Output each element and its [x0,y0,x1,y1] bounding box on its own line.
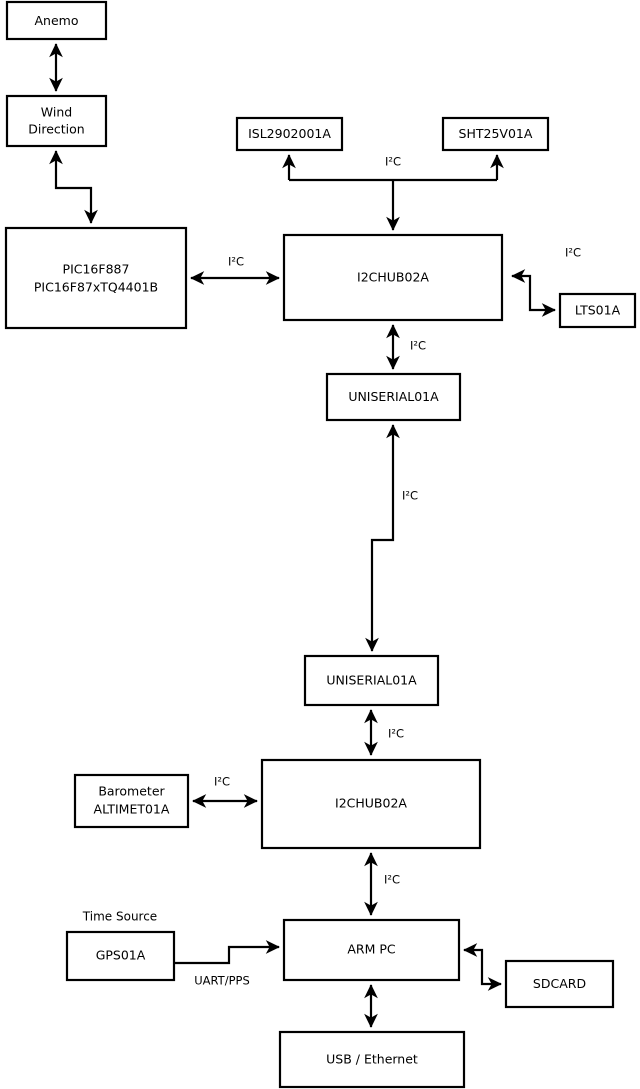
node-i2chub02a-bottom[interactable]: I2CHUB02A [260,758,482,850]
node-sht25v01a[interactable]: SHT25V01A [441,116,550,152]
edge-label-hub-lts: I²C [565,246,581,260]
node-uniserial01a-top-label: UNISERIAL01A [348,389,439,404]
node-gps01a-label: GPS01A [96,948,146,963]
connector-gps-armpc [174,940,280,965]
connector-uniserial-link [365,424,400,652]
node-barometer-altimet01a[interactable]: Barometer ALTIMET01A [73,773,190,829]
node-pic-label-line2: PIC16F87xTQ4401B [34,280,158,295]
connector-wind-pic [49,150,98,224]
node-wind-direction[interactable]: Wind Direction [5,94,108,148]
node-sdcard[interactable]: SDCARD [504,959,615,1009]
node-lts01a[interactable]: LTS01A [558,292,637,329]
edge-label-hub-uniserial: I²C [410,339,426,353]
node-pic-label-line1: PIC16F887 [63,262,130,277]
node-sdcard-label: SDCARD [533,976,586,991]
connector-hubtop-lts [511,269,556,317]
node-isl2902001a-label: ISL2902001A [248,126,331,141]
node-i2chub02a-top[interactable]: I2CHUB02A [282,233,504,322]
node-i2chub02a-bottom-label: I2CHUB02A [335,796,407,811]
node-pic-microcontroller[interactable]: PIC16F887 PIC16F87xTQ4401B [4,226,188,330]
edge-label-uniserial-link: I²C [402,489,418,503]
node-arm-pc-label: ARM PC [347,942,396,957]
edge-label-isl-sht-bus: I²C [385,155,401,169]
edge-label-gps-armpc: UART/PPS [194,974,250,988]
edge-label-baro-hub: I²C [214,775,230,789]
node-arm-pc[interactable]: ARM PC [282,918,461,982]
node-usb-ethernet[interactable]: USB / Ethernet [278,1030,466,1089]
connector-armpc-sdcard [463,943,502,991]
edge-label-pic-hub: I²C [228,255,244,269]
node-isl2902001a[interactable]: ISL2902001A [235,116,344,152]
edge-label-uniserial-hub2: I²C [388,727,404,741]
node-uniserial01a-bottom[interactable]: UNISERIAL01A [303,654,440,707]
node-uniserial01a-bottom-label: UNISERIAL01A [326,673,417,688]
node-lts01a-label: LTS01A [575,303,621,318]
node-barometer-label-line1: Barometer [98,784,165,799]
node-anemo-label: Anemo [35,13,79,28]
node-i2chub02a-top-label: I2CHUB02A [357,270,429,285]
node-wind-direction-label-line2: Direction [28,122,84,137]
node-sht25v01a-label: SHT25V01A [459,126,533,141]
node-uniserial01a-top[interactable]: UNISERIAL01A [325,372,462,422]
node-gps01a[interactable]: GPS01A [65,930,176,982]
node-usb-ethernet-label: USB / Ethernet [326,1052,418,1067]
label-time-source: Time Source [82,910,157,924]
node-anemo[interactable]: Anemo [5,0,108,41]
node-wind-direction-label-line1: Wind [41,105,72,120]
node-barometer-label-line2: ALTIMET01A [94,802,170,817]
connector-layer [49,43,556,1028]
edge-label-hub2-armpc: I²C [384,873,400,887]
